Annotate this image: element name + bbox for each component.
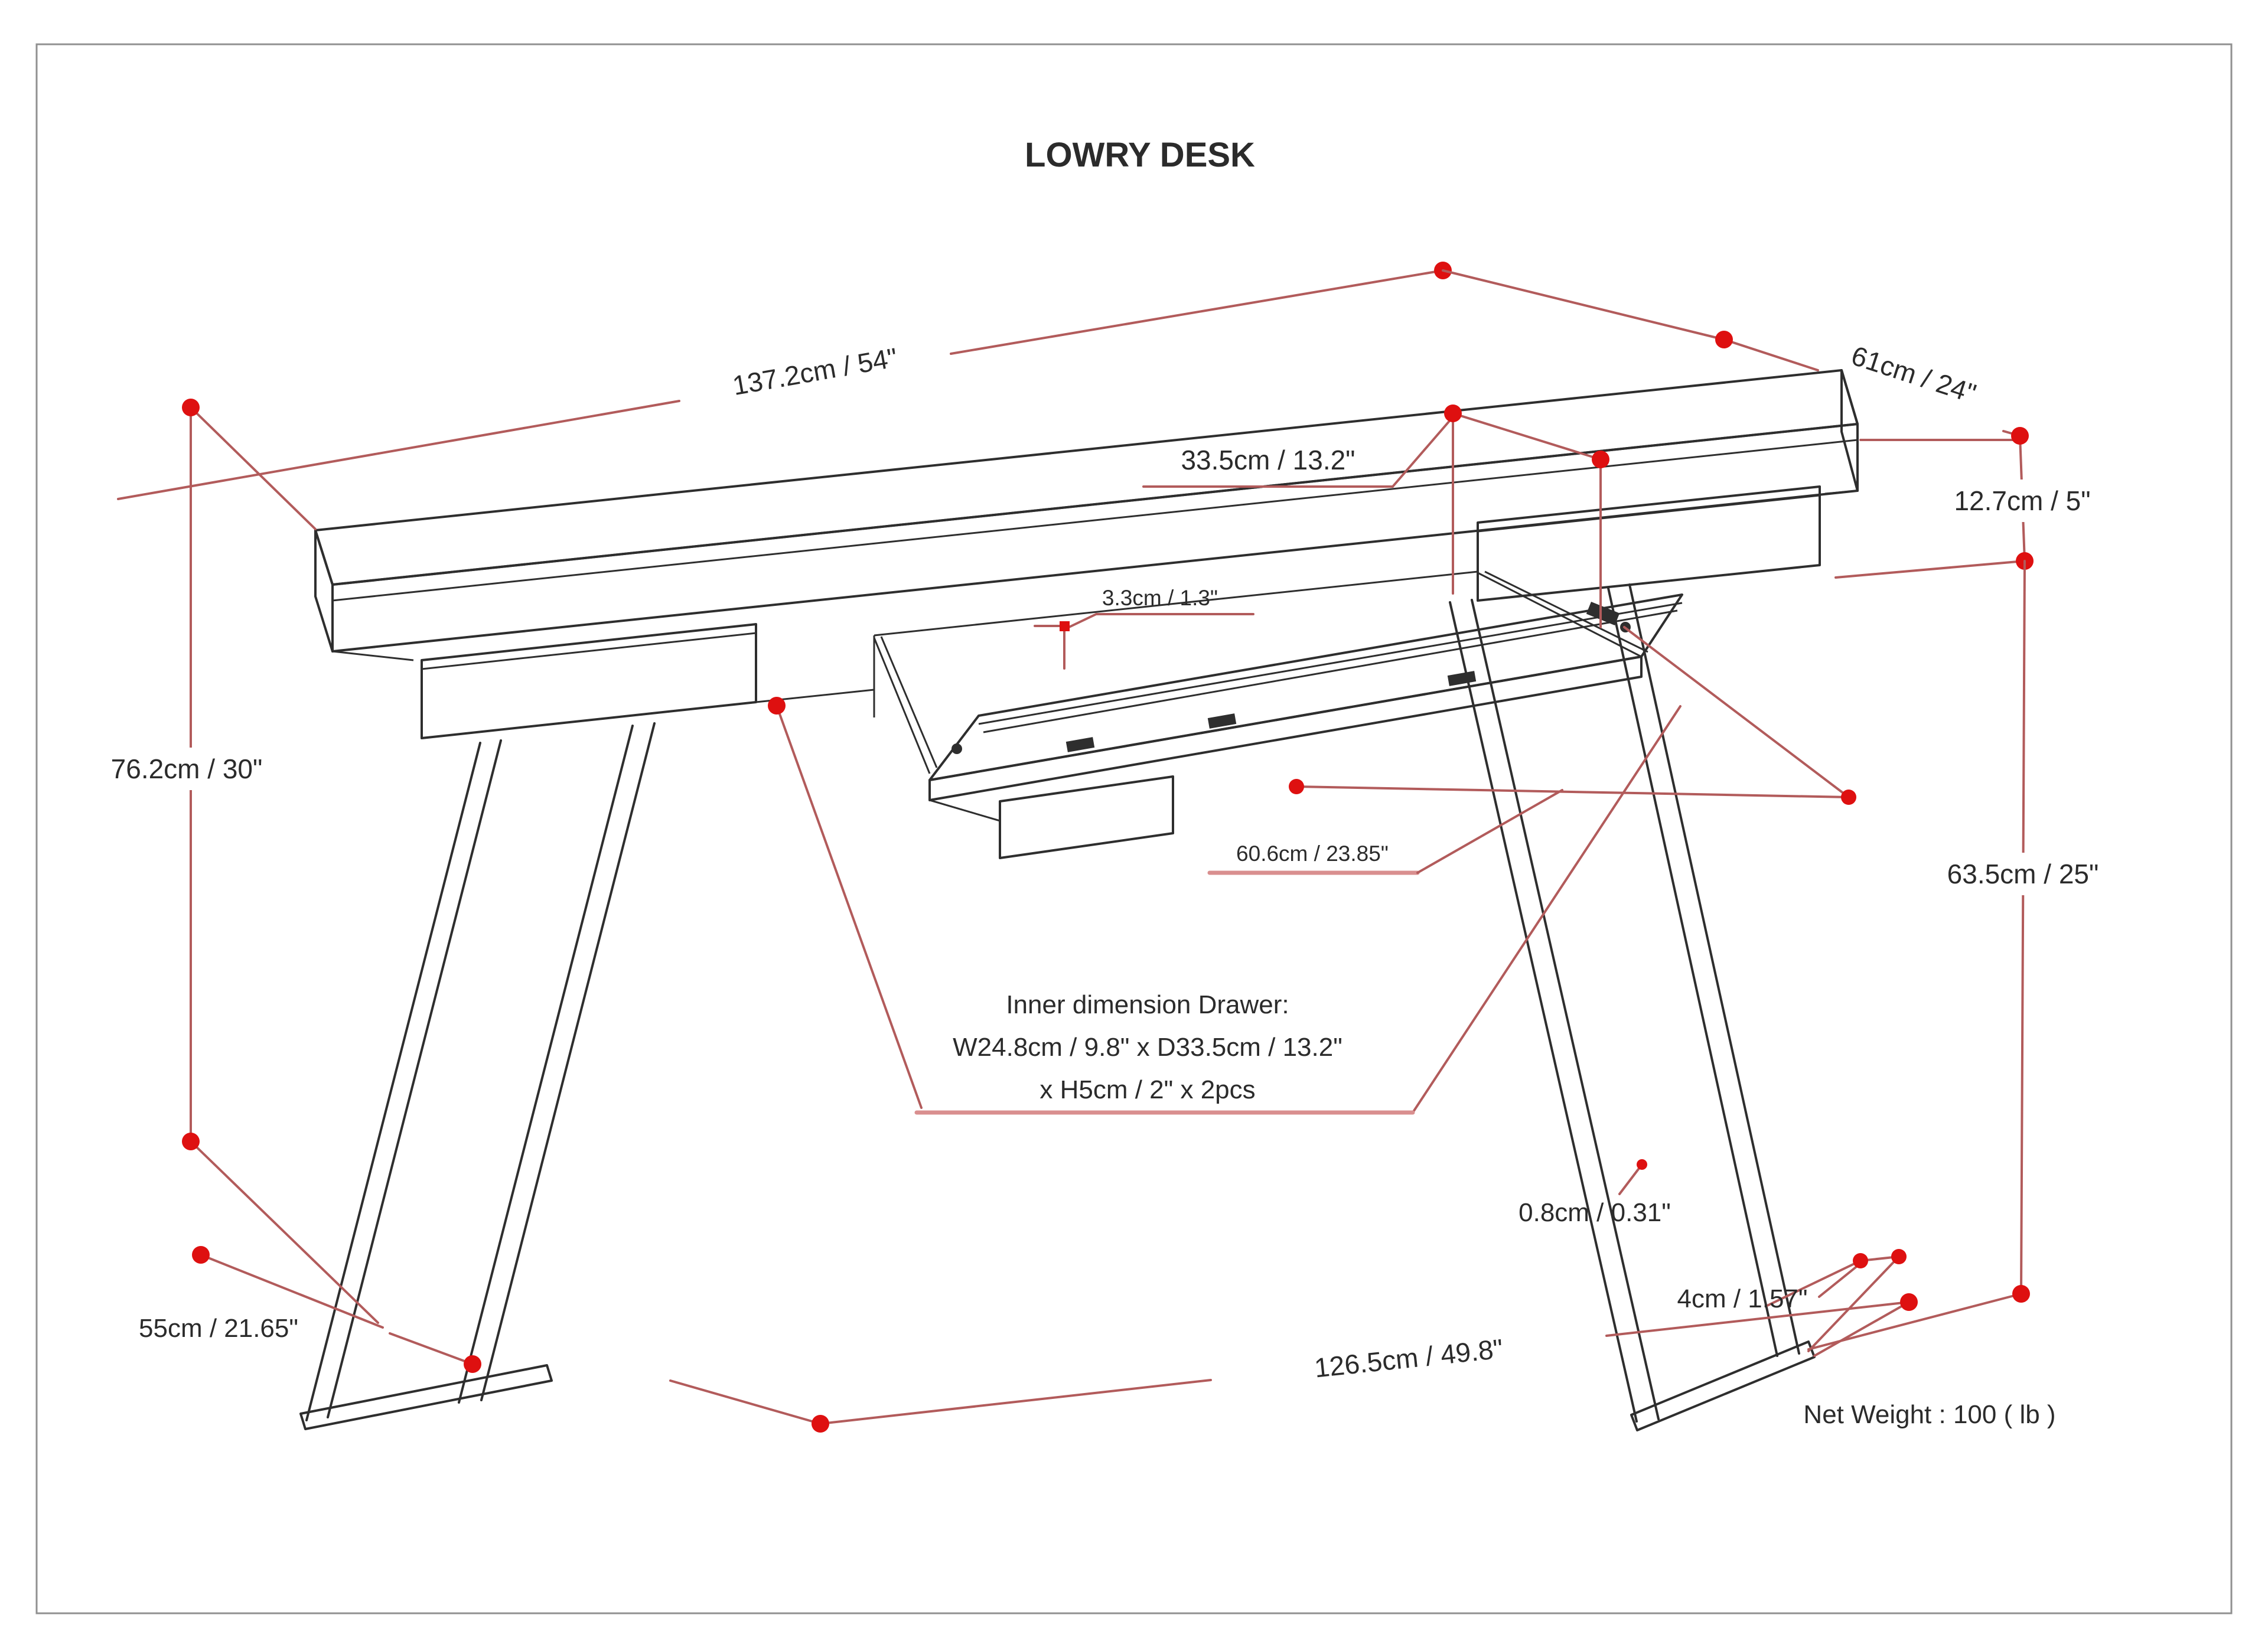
dim-tray-thickness: 3.3cm / 1.3": [1034, 586, 1254, 670]
dimension-point: [2011, 427, 2029, 445]
dim-overall-height: 76.2cm / 30": [70, 399, 379, 1324]
dimension-point: [768, 697, 786, 715]
dimension-point: [464, 1355, 481, 1373]
left-drawer-edge-line: [421, 632, 757, 670]
inner-drawer-note: Inner dimension Drawer: W24.8cm / 9.8" x…: [768, 697, 1682, 1115]
slide-roller-icon: [951, 743, 962, 754]
dim-base-width: 126.5cm / 49.8": [669, 1293, 1918, 1433]
dimension-point: [1853, 1253, 1868, 1268]
dimension-point: [182, 399, 200, 416]
dim-leg-height: 63.5cm / 25": [1807, 560, 2122, 1351]
left-drawer-front: [421, 623, 757, 739]
label-tray-width: 60.6cm / 23.85": [1236, 841, 1389, 866]
dim-drawer-depth: 33.5cm / 13.2": [1142, 405, 1609, 628]
label-overall-height: 76.2cm / 30": [111, 753, 263, 784]
tray-right-slide: [1477, 570, 1648, 658]
label-depth-top: 61cm / 24": [1847, 340, 1980, 409]
label-backdrop: [70, 748, 304, 790]
slide-clip-icon: [1065, 737, 1095, 752]
label-drawer-depth: 33.5cm / 13.2": [1181, 445, 1355, 475]
desk-drawing: [299, 369, 1859, 1431]
net-weight-text: Net Weight : 100 ( lb ): [1803, 1400, 2055, 1429]
slide-clip-icon: [1447, 671, 1477, 686]
label-inner-drawer-1: Inner dimension Drawer:: [1006, 990, 1289, 1019]
label-backdrop: [1927, 853, 2122, 895]
desk-top-face: [314, 369, 1859, 586]
desk-top-left-face: [314, 529, 334, 653]
dimension-point: [1891, 1249, 1907, 1264]
dim-depth-top: 61cm / 24": [1442, 269, 2021, 437]
label-foot-gap: 4cm / 1.57": [1677, 1284, 1807, 1313]
label-foot-depth: 55cm / 21.65": [139, 1314, 298, 1343]
right-leg-bars: [1449, 583, 1800, 1423]
label-base-width: 126.5cm / 49.8": [1313, 1333, 1504, 1383]
desk-top-right-face: [1840, 369, 1859, 492]
dimension-point: [1289, 779, 1304, 794]
dim-pointer-v: [1289, 626, 1856, 805]
dim-foot-gap: 4cm / 1.57": [1677, 1249, 1907, 1352]
label-leg-thickness: 0.8cm / 0.31": [1518, 1198, 1671, 1227]
dimension-point: [1715, 331, 1733, 348]
slide-bracket-icon: [1586, 602, 1620, 625]
desk-top-edge-line: [332, 439, 1858, 602]
dimension-point: [1841, 790, 1856, 805]
label-inner-drawer-2: W24.8cm / 9.8" x D33.5cm / 13.2": [953, 1033, 1342, 1062]
right-foot: [1630, 1340, 1816, 1431]
dimension-point: [2012, 1285, 2030, 1303]
desk-top-front-face: [331, 423, 1859, 653]
tray-support-block: [999, 775, 1174, 859]
left-leg-bars: [305, 722, 656, 1421]
label-leg-height: 63.5cm / 25": [1947, 859, 2099, 889]
dimension-point: [1592, 451, 1609, 468]
dimension-point: [1637, 1159, 1647, 1170]
label-backdrop: [1930, 479, 2117, 522]
right-drawer-edge-line: [1477, 494, 1820, 533]
right-drawer-front: [1477, 485, 1821, 602]
page-title: LOWRY DESK: [1025, 136, 1255, 174]
dimension-point: [1444, 405, 1462, 422]
keyboard-tray-lip: [928, 655, 1643, 801]
dim-leg-thickness: 0.8cm / 0.31": [1518, 1159, 1671, 1227]
tray-support-line: [929, 799, 1001, 822]
label-width-top: 137.2cm / 54": [730, 342, 900, 401]
apron-connectors: [332, 490, 1858, 661]
dimension-point: [182, 1133, 200, 1150]
tray-slide-rails: [978, 602, 1683, 733]
slide-clip-icon: [1207, 713, 1237, 729]
dimension-point: [1900, 1293, 1918, 1311]
page-border: [35, 43, 2233, 1614]
dimension-point: [1060, 621, 1070, 631]
label-apron-height: 12.7cm / 5": [1954, 485, 2090, 516]
tray-left-slide: [873, 636, 938, 774]
dim-foot-depth: 55cm / 21.65": [139, 1246, 481, 1373]
dimension-point: [192, 1246, 210, 1264]
label-tray-thickness: 3.3cm / 1.3": [1102, 586, 1218, 610]
label-inner-drawer-3: x H5cm / 2" x 2pcs: [1040, 1075, 1255, 1104]
dim-apron-height: 12.7cm / 5": [1834, 427, 2117, 579]
left-foot: [299, 1364, 553, 1430]
dimension-point: [812, 1415, 829, 1433]
dim-tray-width: 60.6cm / 23.85": [1207, 789, 1563, 875]
